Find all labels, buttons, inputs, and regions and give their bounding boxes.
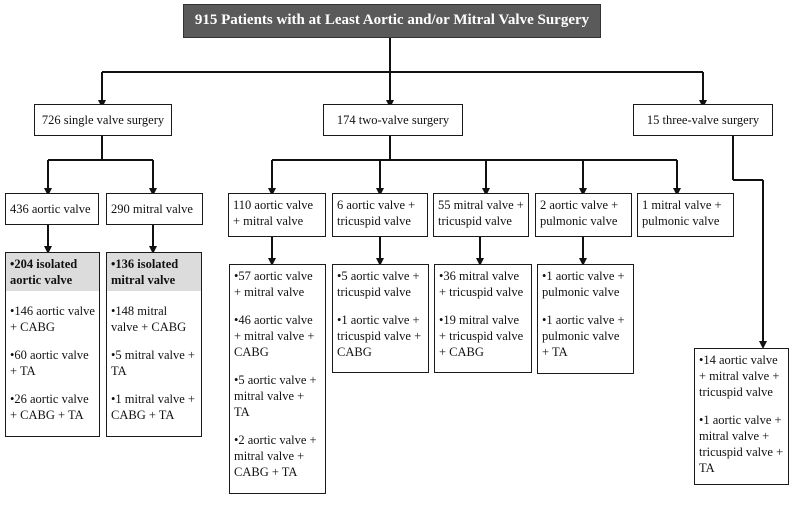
mitral-valve-details: •136 isolated mitral valve •148 mitral v… xyxy=(106,252,202,437)
aortic-mitral-valve-box: 110 aortic valve + mitral valve xyxy=(228,193,326,237)
detail-item: •204 isolated aortic valve xyxy=(6,253,99,291)
mitral-tricuspid-valve-box: 55 mitral valve + tricuspid valve xyxy=(433,193,529,237)
single-valve-surgery-box: 726 single valve surgery xyxy=(34,104,172,136)
detail-item: •1 aortic valve + tricuspid valve + CABG xyxy=(337,313,422,359)
detail-item: •5 aortic valve + mitral valve + TA xyxy=(234,373,317,419)
aortic-pulmonic-valve-details: •1 aortic valve + pulmonic valve •1 aort… xyxy=(537,264,634,374)
aortic-tricuspid-valve-details: •5 aortic valve + tricuspid valve •1 aor… xyxy=(332,264,429,373)
mitral-tricuspid-valve-details: •36 mitral valve + tricuspid valve •19 m… xyxy=(434,264,532,373)
aortic-pulmonic-valve-box: 2 aortic valve + pulmonic valve xyxy=(535,193,632,237)
detail-item: •1 aortic valve + pulmonic valve + TA xyxy=(542,313,625,359)
detail-item: •5 aortic valve + tricuspid valve xyxy=(337,269,420,299)
aortic-valve-box: 436 aortic valve xyxy=(5,193,99,225)
mitral-pulmonic-valve-box: 1 mitral valve + pulmonic valve xyxy=(637,193,734,237)
aortic-valve-details: •204 isolated aortic valve •146 aortic v… xyxy=(5,252,100,437)
detail-item: •26 aortic valve + CABG + TA xyxy=(10,392,89,422)
detail-item: •136 isolated mitral valve xyxy=(107,253,201,291)
detail-item: •14 aortic valve + mitral valve + tricus… xyxy=(699,353,780,399)
detail-item: •46 aortic valve + mitral valve + CABG xyxy=(234,313,315,359)
detail-item: •57 aortic valve + mitral valve xyxy=(234,269,313,299)
detail-item: •2 aortic valve + mitral valve + CABG + … xyxy=(234,433,317,479)
detail-item: •5 mitral valve + TA xyxy=(111,348,195,378)
diagram-title: 915 Patients with at Least Aortic and/or… xyxy=(183,4,601,38)
detail-item: •1 aortic valve + mitral valve + tricusp… xyxy=(699,413,784,475)
detail-item: •1 mitral valve + CABG + TA xyxy=(111,392,195,422)
detail-item: •148 mitral valve + CABG xyxy=(111,304,187,334)
detail-item: •19 mitral valve + tricuspid valve + CAB… xyxy=(439,313,524,359)
detail-item: •60 aortic valve + TA xyxy=(10,348,89,378)
detail-item: •146 aortic valve + CABG xyxy=(10,304,95,334)
aortic-mitral-valve-details: •57 aortic valve + mitral valve •46 aort… xyxy=(229,264,326,494)
three-valve-surgery-box: 15 three-valve surgery xyxy=(633,104,773,136)
three-valve-details: •14 aortic valve + mitral valve + tricus… xyxy=(694,348,789,485)
mitral-valve-box: 290 mitral valve xyxy=(106,193,203,225)
detail-item: •1 aortic valve + pulmonic valve xyxy=(542,269,625,299)
aortic-tricuspid-valve-box: 6 aortic valve + tricuspid valve xyxy=(332,193,428,237)
two-valve-surgery-box: 174 two-valve surgery xyxy=(323,104,463,136)
detail-item: •36 mitral valve + tricuspid valve xyxy=(439,269,524,299)
